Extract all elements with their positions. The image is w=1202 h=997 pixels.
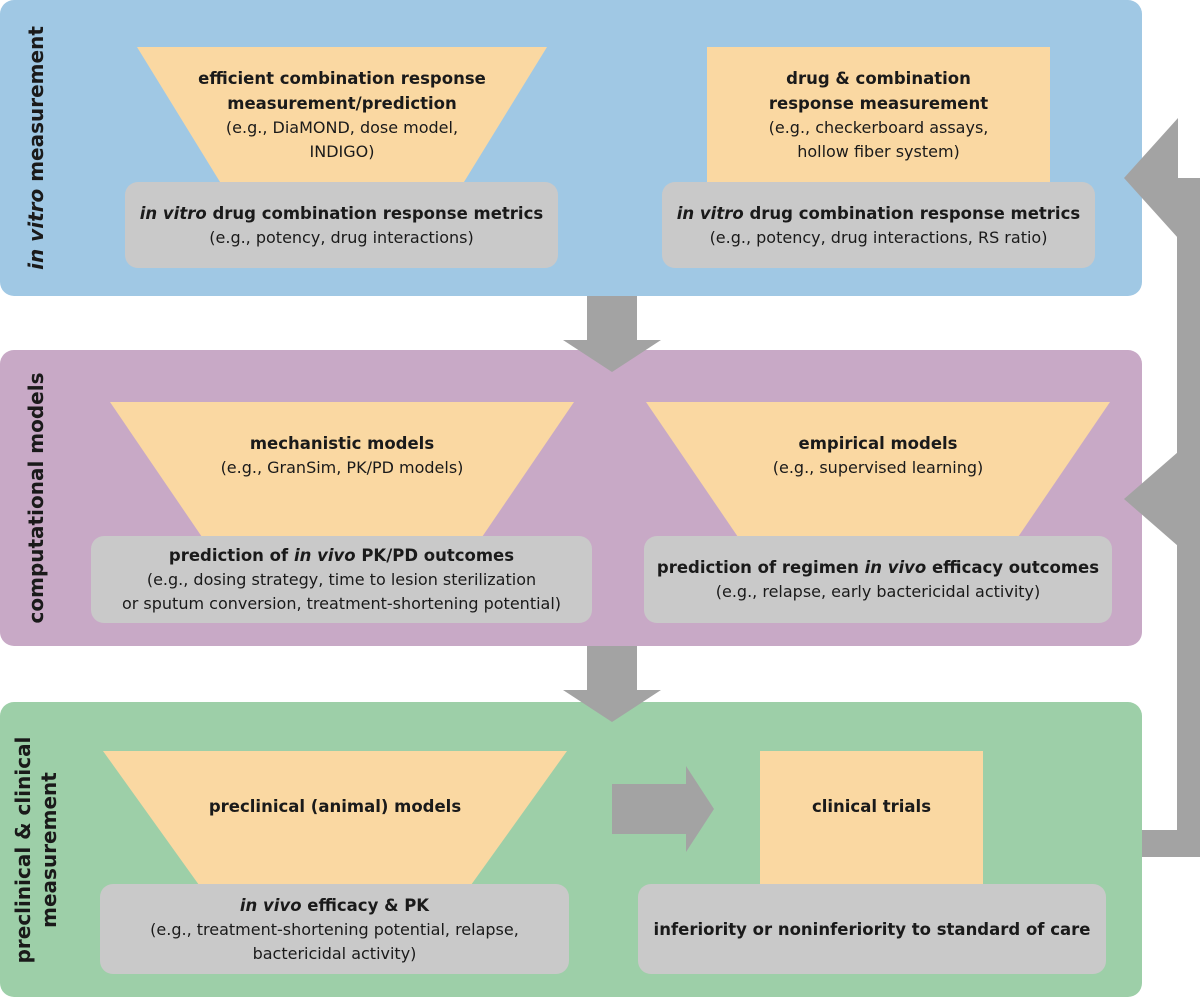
efficacy-outcomes-title-post: efficacy outcomes — [926, 558, 1100, 577]
preclinical-models-text: preclinical (animal) models — [103, 794, 567, 819]
in-vivo-efficacy-example-1: (e.g., treatment-shortening potential, r… — [150, 919, 519, 939]
in-vitro-metrics-right-example: (e.g., potency, drug interactions, RS ra… — [709, 227, 1048, 247]
efficacy-outcomes-example: (e.g., relapse, early bactericidal activ… — [715, 582, 1041, 601]
pkpd-outcomes-title-pre: prediction of — [168, 546, 294, 565]
clinical-trials-text: clinical trials — [760, 794, 983, 819]
in-vitro-metrics-left-title: drug combination response metrics — [206, 203, 544, 223]
in-vivo-efficacy-em: in vivo — [239, 895, 302, 915]
pkpd-outcomes-title-post: PK/PD outcomes — [355, 546, 515, 565]
mechanistic-models-text: mechanistic models (e.g., GranSim, PK/PD… — [110, 431, 574, 480]
mechanistic-models-title: mechanistic models — [249, 434, 435, 453]
efficient-combination-title-2: measurement/prediction — [227, 94, 457, 113]
clinical-trials-rect — [760, 751, 983, 887]
preclinical-models-funnel — [103, 751, 567, 887]
clinical-label-2: measurement — [37, 771, 61, 928]
efficient-combination-title-1: efficient combination response — [198, 69, 486, 88]
computational-panel: computational models mechanistic models … — [0, 350, 1142, 646]
computational-side-label: computational models — [0, 350, 72, 646]
in-vitro-metrics-right-title: drug combination response metrics — [743, 203, 1081, 223]
drug-combination-example-1: (e.g., checkerboard assays, — [768, 118, 989, 137]
in-vitro-side-label: in vitro measurement — [0, 0, 72, 296]
feedback-arrow-stem — [1177, 488, 1200, 510]
clinical-label-1: preclinical & clinical — [11, 736, 35, 963]
pkpd-outcomes-title-em: in vivo — [293, 546, 356, 565]
feedback-loop-bar — [1142, 178, 1200, 857]
in-vivo-efficacy-box: in vivo efficacy & PK (e.g., treatment-s… — [100, 884, 569, 974]
pkpd-outcomes-example-1: (e.g., dosing strategy, time to lesion s… — [146, 570, 537, 589]
computational-label: computational models — [24, 372, 48, 624]
noninferiority-box: inferiority or noninferiority to standar… — [638, 884, 1106, 974]
clinical-side-label: preclinical & clinical measurement — [0, 702, 72, 997]
empirical-models-title: empirical models — [798, 434, 958, 453]
in-vitro-label-em: in vitro — [24, 188, 48, 270]
efficacy-outcomes-box: prediction of regimen in vivo efficacy o… — [644, 536, 1112, 623]
in-vitro-metrics-left-em: in vitro — [139, 203, 207, 223]
drug-combination-title-2: response measurement — [768, 94, 989, 113]
noninferiority-title: inferiority or noninferiority to standar… — [653, 919, 1091, 939]
drug-combination-text: drug & combination response measurement … — [707, 66, 1050, 164]
empirical-models-text: empirical models (e.g., supervised learn… — [646, 431, 1110, 480]
in-vitro-metrics-right-em: in vitro — [676, 203, 744, 223]
efficient-combination-example-2: INDIGO) — [309, 142, 375, 161]
clinical-trials-title: clinical trials — [811, 797, 932, 816]
clinical-panel: preclinical & clinical measurement precl… — [0, 702, 1142, 997]
mechanistic-models-example: (e.g., GranSim, PK/PD models) — [220, 458, 464, 477]
in-vitro-metrics-left-example: (e.g., potency, drug interactions) — [209, 227, 474, 247]
drug-combination-rect — [707, 47, 1050, 187]
in-vitro-metrics-left-box: in vitro drug combination response metri… — [125, 182, 558, 268]
in-vitro-panel: in vitro measurement efficient combinati… — [0, 0, 1142, 296]
in-vitro-metrics-right-box: in vitro drug combination response metri… — [662, 182, 1095, 268]
in-vitro-label-rest: measurement — [24, 26, 48, 189]
drug-combination-example-2: hollow fiber system) — [797, 142, 960, 161]
efficacy-outcomes-title-pre: prediction of regimen — [656, 558, 865, 577]
efficient-combination-text: efficient combination response measureme… — [137, 66, 547, 164]
pkpd-outcomes-example-2: or sputum conversion, treatment-shorteni… — [121, 594, 562, 613]
efficient-combination-example-1: (e.g., DiaMOND, dose model, — [225, 118, 459, 137]
in-vivo-efficacy-example-2: bactericidal activity) — [252, 943, 417, 963]
drug-combination-title-1: drug & combination — [786, 69, 971, 88]
in-vivo-efficacy-title: efficacy & PK — [301, 895, 430, 915]
efficacy-outcomes-title-em: in vivo — [864, 558, 927, 577]
preclinical-models-title: preclinical (animal) models — [208, 797, 462, 816]
empirical-models-example: (e.g., supervised learning) — [772, 458, 984, 477]
pkpd-outcomes-box: prediction of in vivo PK/PD outcomes (e.… — [91, 536, 592, 623]
